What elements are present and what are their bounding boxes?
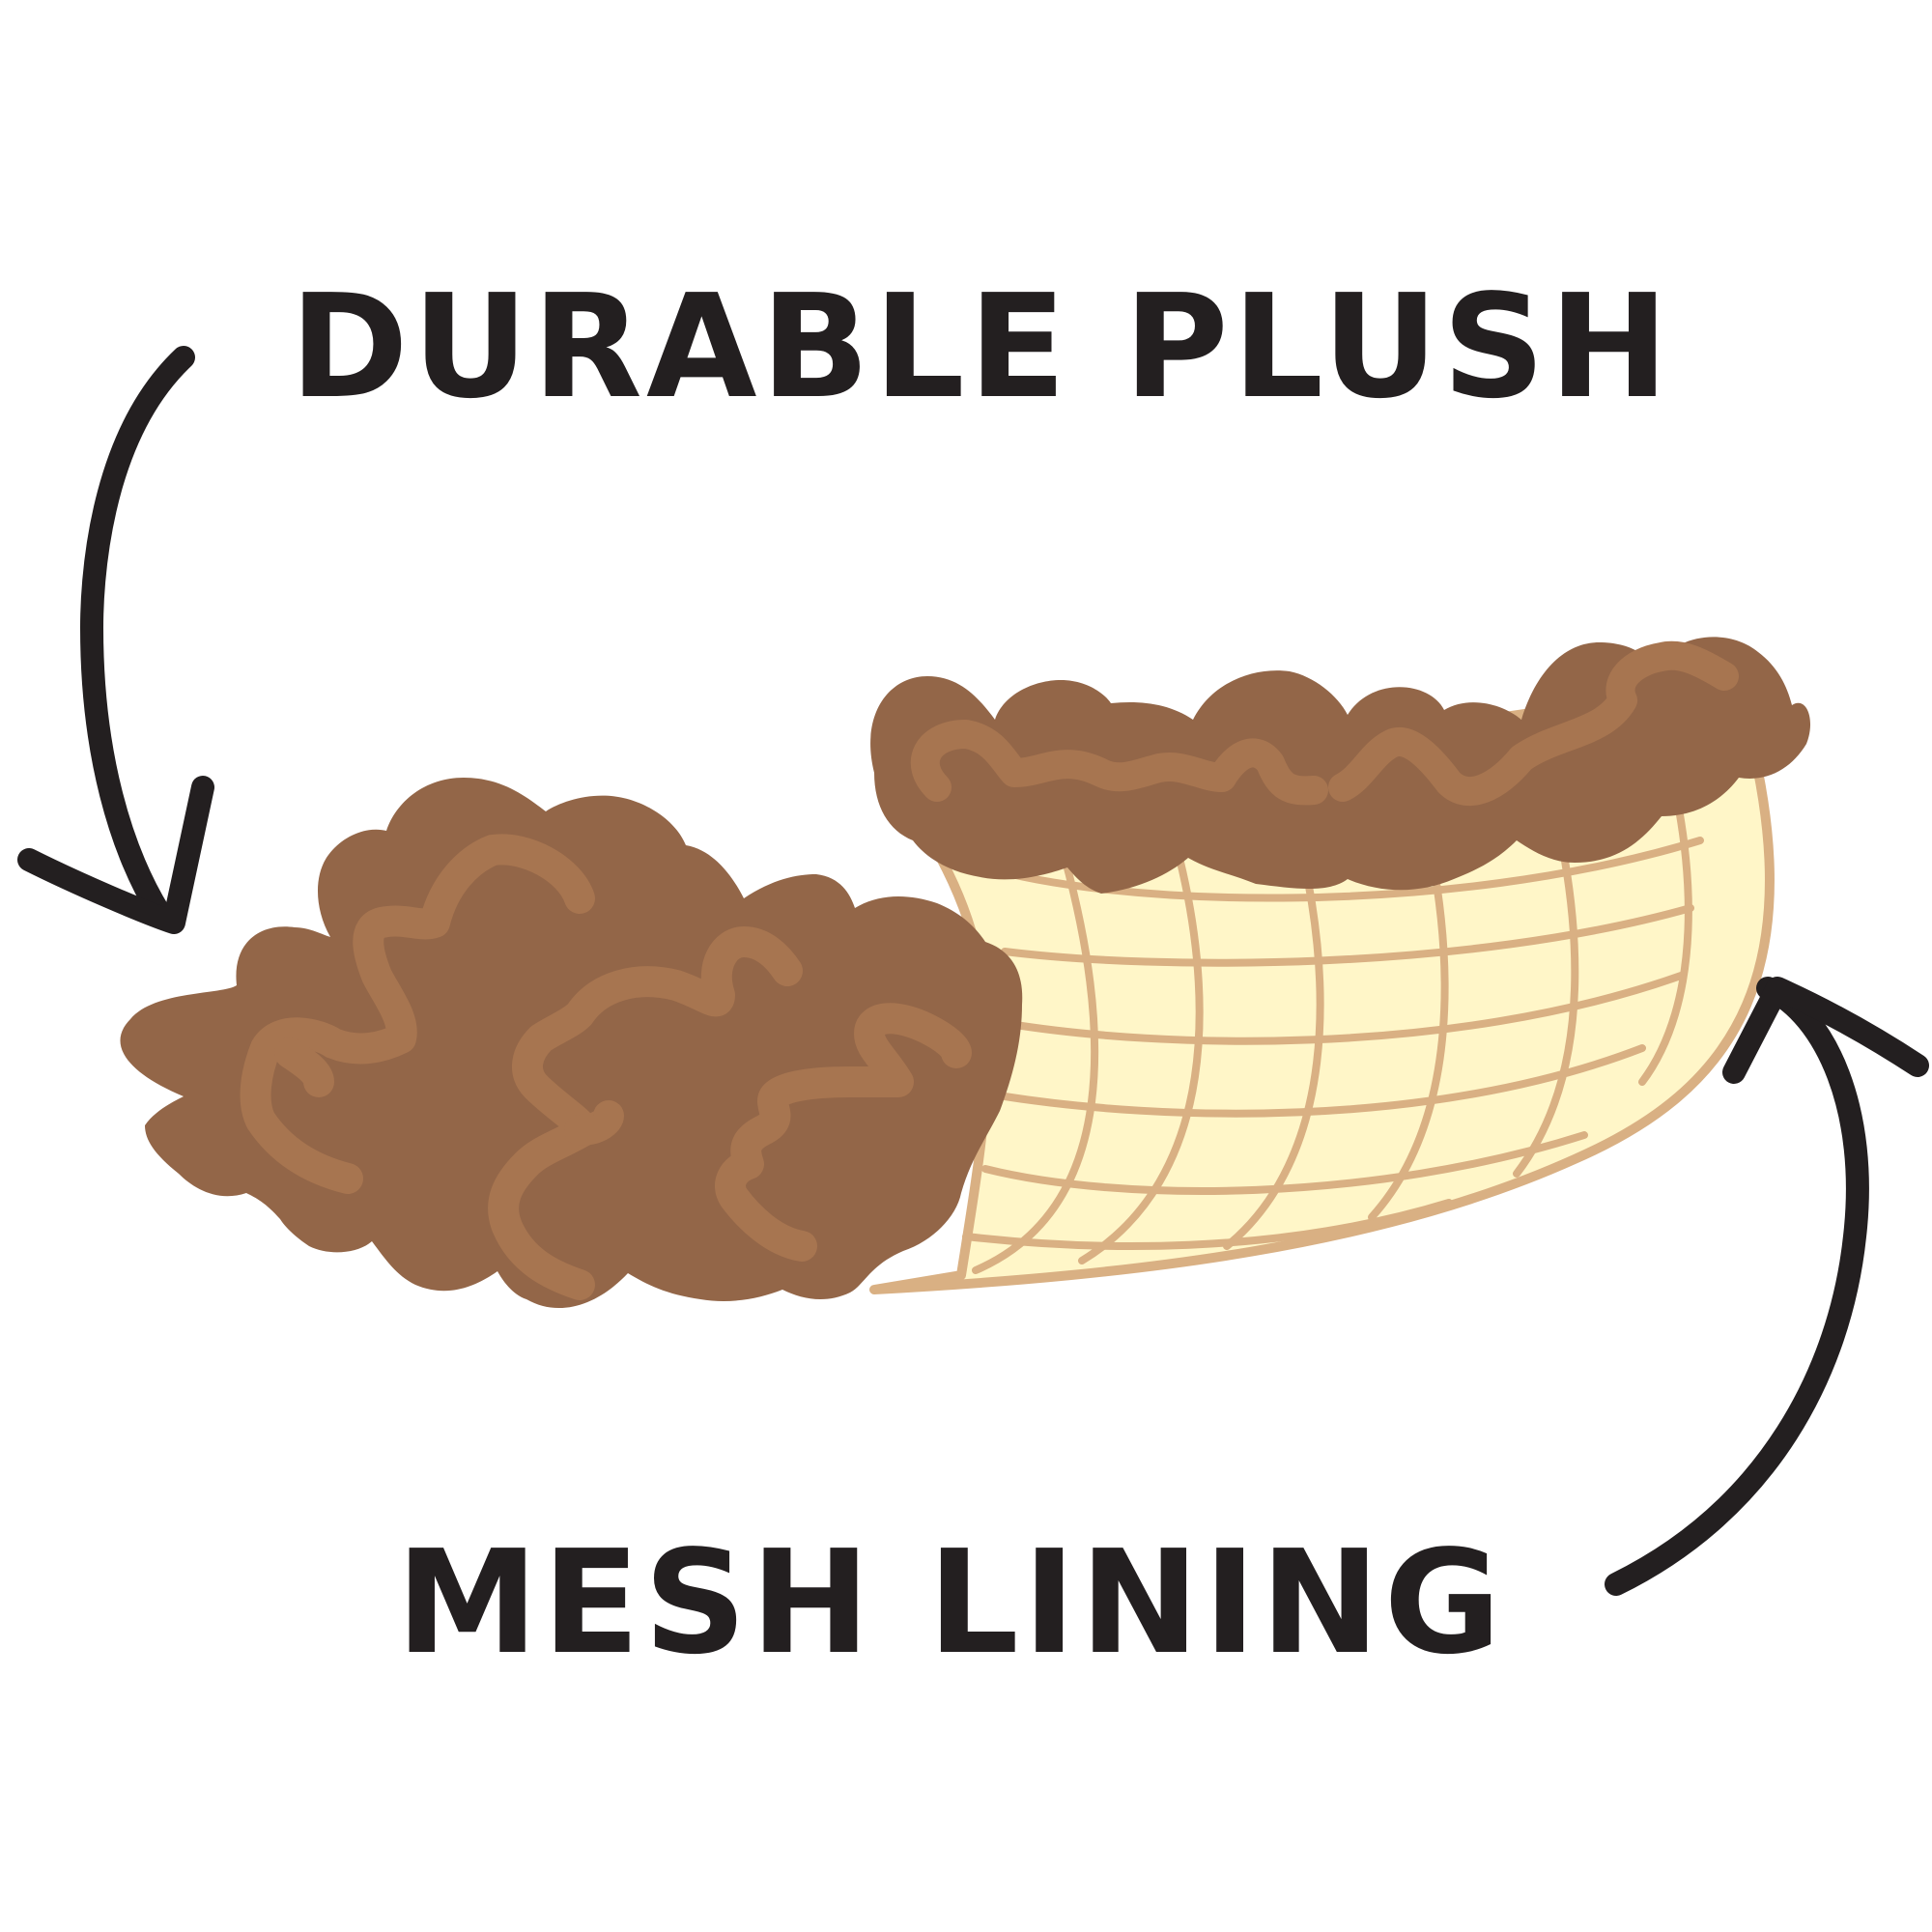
curved-arrow-up-icon: [1605, 977, 1929, 1596]
plush-fur-icon: [120, 778, 1023, 1309]
plush-rim: [870, 637, 1811, 894]
mesh-lining-label: MESH LINING: [396, 1520, 1506, 1686]
curved-arrow-down-icon: [17, 346, 214, 934]
durable-plush-label: DURABLE PLUSH: [290, 264, 1673, 430]
